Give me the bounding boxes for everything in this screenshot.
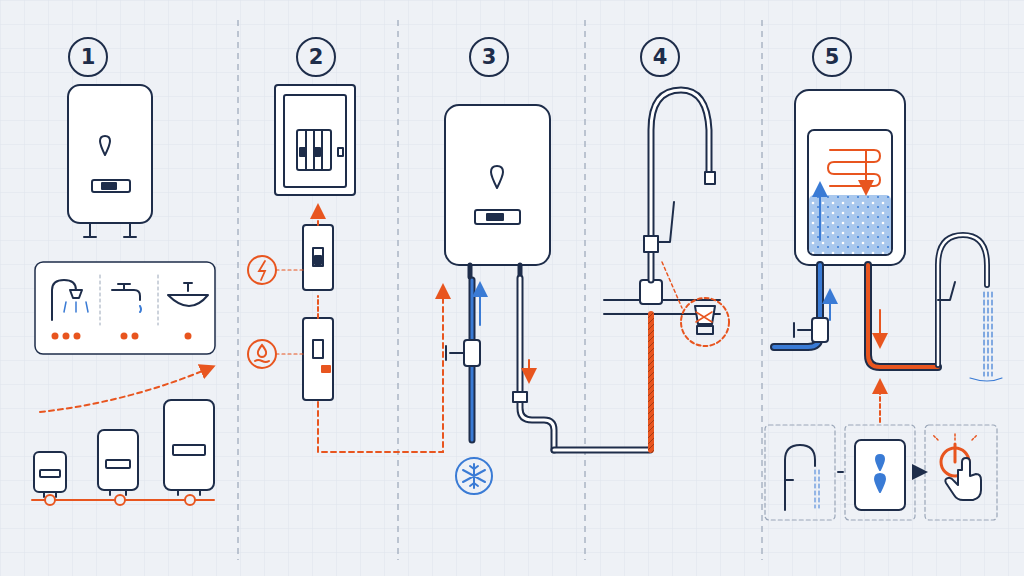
- step-label: 3: [482, 47, 497, 68]
- step-number: 3: [469, 37, 509, 77]
- step-label: 5: [825, 47, 840, 68]
- step-number: 1: [68, 37, 108, 77]
- step-number: 5: [812, 37, 852, 77]
- step-number: 4: [640, 37, 680, 77]
- step-label: 2: [309, 47, 324, 68]
- step-label: 1: [81, 47, 96, 68]
- step-label: 4: [653, 47, 668, 68]
- step-number: 2: [296, 37, 336, 77]
